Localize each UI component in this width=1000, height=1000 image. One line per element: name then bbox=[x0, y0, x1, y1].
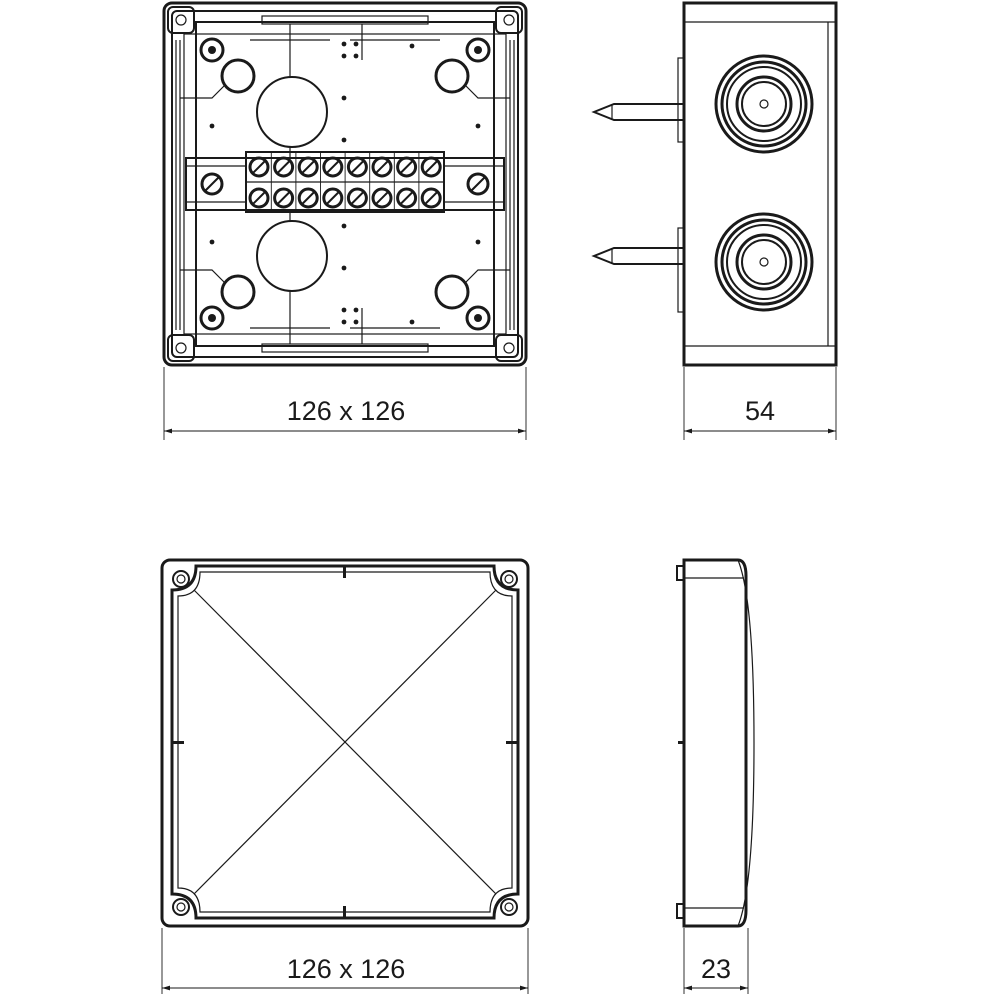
rail-screw-left bbox=[200, 172, 224, 196]
dimension-box-width: 126 x 126 bbox=[163, 367, 527, 440]
mounting-pin-top bbox=[591, 103, 684, 121]
cable-gland-top bbox=[714, 54, 814, 154]
lid-gasket-outline bbox=[170, 564, 520, 920]
terminal-screw bbox=[396, 156, 418, 178]
dimension-lid-width: 126 x 126 bbox=[161, 928, 529, 994]
lid-center-ticks bbox=[172, 566, 518, 918]
lid-outer-outline bbox=[160, 558, 530, 928]
lid-side-dome bbox=[737, 559, 755, 927]
terminal-screw bbox=[273, 187, 295, 209]
lid-side-outline bbox=[682, 558, 748, 928]
box-inner-floor bbox=[183, 33, 507, 335]
terminal-screw bbox=[420, 156, 442, 178]
rail-screw-right bbox=[466, 172, 490, 196]
dimension-label-lid-width: 126 x 126 bbox=[287, 954, 406, 984]
mounting-pin-bottom bbox=[591, 247, 684, 265]
lid-corner-screws bbox=[172, 570, 518, 916]
dimension-label-lid-height: 23 bbox=[701, 954, 731, 984]
floor-marks bbox=[209, 41, 481, 325]
lid-side-clip-top bbox=[676, 565, 685, 581]
lid-diagonal-b bbox=[193, 589, 497, 895]
terminal-screw bbox=[346, 187, 368, 209]
knockout-top bbox=[256, 76, 328, 148]
terminal-screw bbox=[322, 156, 344, 178]
terminal-screw bbox=[297, 187, 319, 209]
terminal-screw bbox=[396, 187, 418, 209]
screw-bosses bbox=[199, 37, 491, 331]
terminal-screw bbox=[322, 187, 344, 209]
terminal-screws bbox=[248, 152, 442, 212]
terminal-screw bbox=[248, 156, 270, 178]
terminal-screw bbox=[420, 187, 442, 209]
cable-gland-bottom bbox=[714, 212, 814, 312]
lid-side-clip-bottom bbox=[676, 903, 685, 919]
box-side-view bbox=[591, 1, 838, 367]
terminal-screw bbox=[273, 156, 295, 178]
box-side-outline bbox=[682, 1, 838, 367]
din-rail-edges bbox=[186, 165, 504, 203]
lid-top-view bbox=[160, 558, 530, 928]
terminal-screw bbox=[371, 156, 393, 178]
box-top-view bbox=[162, 1, 528, 367]
corner-pockets bbox=[167, 6, 523, 362]
lid-side-mid-tick bbox=[678, 741, 684, 744]
terminal-screw bbox=[248, 187, 270, 209]
lid-gasket-inner bbox=[177, 571, 513, 913]
dimension-label-box-width: 126 x 126 bbox=[287, 396, 406, 426]
terminal-screw bbox=[346, 156, 368, 178]
box-bottom-rib bbox=[261, 343, 429, 353]
box-outer-outline bbox=[162, 1, 528, 367]
box-outer-rim bbox=[171, 10, 519, 358]
lid-side-view bbox=[676, 558, 755, 928]
mounting-holes bbox=[220, 58, 470, 310]
box-side-foot-bottom bbox=[677, 227, 685, 313]
terminal-screw bbox=[297, 156, 319, 178]
dimension-label-box-depth: 54 bbox=[745, 396, 775, 426]
box-inner-wall bbox=[195, 21, 495, 347]
box-top-rib bbox=[261, 15, 429, 25]
box-side-foot-top bbox=[677, 57, 685, 143]
box-side-strips bbox=[175, 40, 515, 330]
knockout-bottom bbox=[256, 220, 328, 292]
dimension-box-depth: 54 bbox=[683, 367, 837, 440]
terminal-screw bbox=[371, 187, 393, 209]
dimension-lid-height: 23 bbox=[683, 928, 749, 994]
